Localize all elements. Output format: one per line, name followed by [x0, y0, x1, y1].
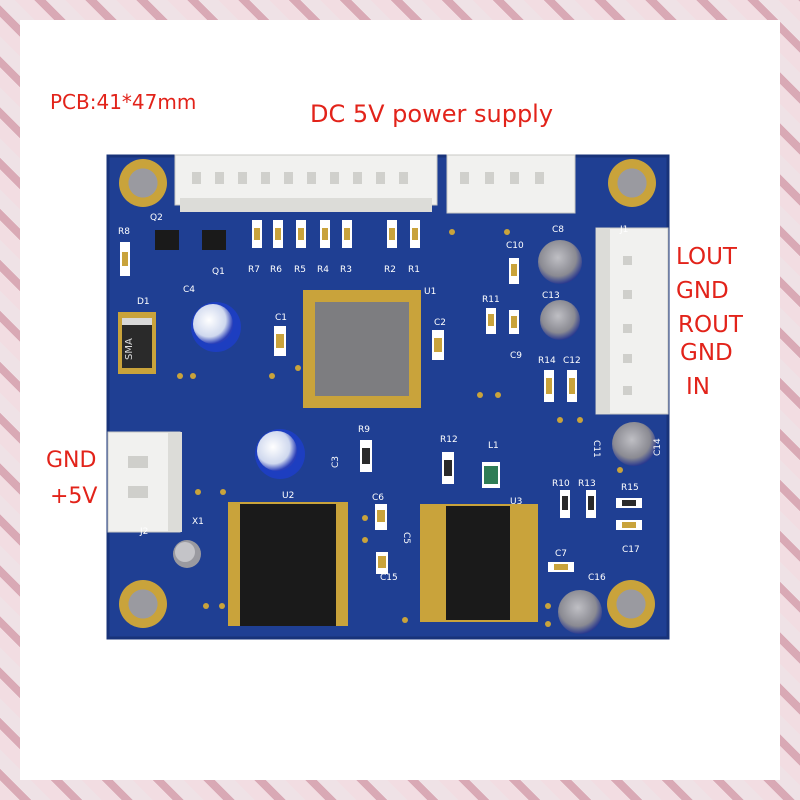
transistor-q2: [155, 230, 179, 250]
silk-label: R10: [552, 479, 570, 489]
crystal-x1: [173, 540, 201, 568]
silk-label: R4: [317, 265, 329, 275]
ic-u3: [420, 504, 538, 622]
silk-label: R8: [118, 227, 130, 237]
capacitor-c16: [558, 590, 602, 634]
ic-u1: [303, 290, 421, 408]
resistor-row: [252, 220, 420, 248]
mounting-hole: [119, 159, 167, 207]
silk-label: C12: [563, 356, 581, 366]
product-image: PCB:41*47mm DC 5V power supply LOUT GND …: [20, 20, 780, 780]
silk-label: X1: [192, 517, 204, 527]
transistor-q1: [202, 230, 226, 250]
silk-label: R3: [340, 265, 352, 275]
capacitor-c13: [540, 300, 580, 340]
silk-label: C9: [510, 351, 522, 361]
silk-label: D1: [137, 297, 150, 307]
diode-d1: [118, 312, 156, 374]
pin-label-in: IN: [686, 374, 710, 400]
silk-label: C16: [588, 573, 606, 583]
pin-label-5v: +5V: [50, 484, 98, 509]
silk-label: C1: [275, 313, 287, 323]
capacitor-c4: [191, 302, 241, 352]
silk-label: R1: [408, 265, 420, 275]
silk-label: C7: [555, 549, 567, 559]
silk-label: R11: [482, 295, 500, 305]
capacitor-c14: [612, 422, 656, 466]
silk-label: C3: [331, 456, 341, 468]
silk-label: R2: [384, 265, 396, 275]
silk-label: R7: [248, 265, 260, 275]
silk-label: J1: [619, 225, 628, 235]
silk-label: J2: [139, 527, 148, 537]
mounting-hole: [119, 580, 167, 628]
mounting-hole: [608, 159, 656, 207]
silk-label: C10: [506, 241, 524, 251]
silk-label: C17: [622, 545, 640, 555]
silk-label: C6: [372, 493, 384, 503]
silk-label: C8: [552, 225, 564, 235]
mounting-hole: [607, 580, 655, 628]
pin-label-rout: ROUT: [678, 312, 743, 338]
silk-label: R5: [294, 265, 306, 275]
silk-label: R13: [578, 479, 596, 489]
pcb-board-illustration: J1 J2 Q2 Q1 R8: [106, 154, 670, 640]
left-connector-j2: [107, 431, 182, 533]
silk-label: C2: [434, 318, 446, 328]
silk-label: R6: [270, 265, 282, 275]
right-connector-j1: [595, 227, 669, 415]
pin-label-gnd-2: GND: [680, 340, 733, 366]
silk-label: C15: [380, 573, 398, 583]
capacitor-c3: [255, 429, 305, 479]
top-connector-large: [174, 154, 438, 212]
pin-label-lout: LOUT: [676, 244, 737, 270]
silk-label: U3: [510, 497, 522, 507]
silk-label: R14: [538, 356, 556, 366]
silk-label: U2: [282, 491, 294, 501]
capacitor-c8: [538, 240, 582, 284]
silk-label: C11: [591, 440, 601, 458]
silk-label: U1: [424, 287, 436, 297]
silk-label: Q1: [212, 267, 225, 277]
silk-label: C4: [183, 285, 195, 295]
silk-label: Q2: [150, 213, 163, 223]
silk-label: L1: [488, 441, 499, 451]
silk-label: SMA: [124, 338, 135, 360]
power-supply-label: DC 5V power supply: [310, 100, 554, 128]
pcb-size-label: PCB:41*47mm: [50, 90, 197, 114]
silk-label: R12: [440, 435, 458, 445]
top-connector-small: [446, 154, 576, 214]
pin-label-gnd-1: GND: [676, 278, 729, 304]
vias: [177, 229, 623, 627]
silk-label: C5: [401, 532, 411, 544]
silk-label: C14: [653, 438, 663, 456]
silk-label: R9: [358, 425, 370, 435]
pin-label-gnd-left: GND: [46, 448, 97, 473]
ic-u2: [228, 502, 348, 626]
silk-label: C13: [542, 291, 560, 301]
silk-label: R15: [621, 483, 639, 493]
